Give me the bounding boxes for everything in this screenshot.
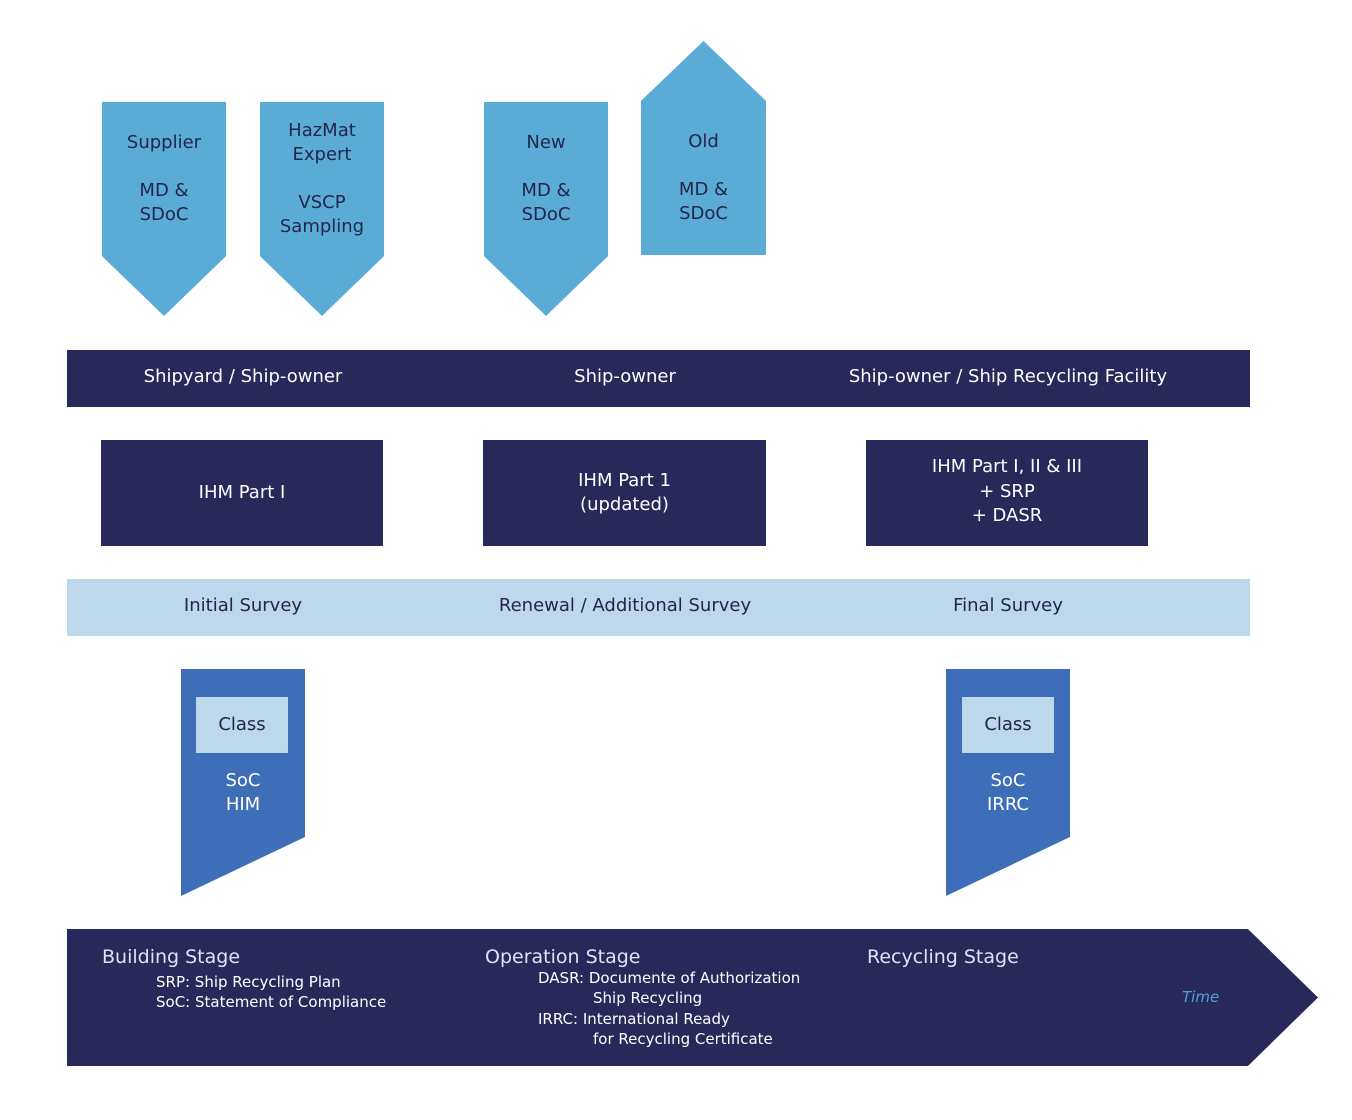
new-sdoc-label: SDoC <box>521 204 571 225</box>
new-md-label: MD & <box>521 180 571 201</box>
class-label-recycling: Class <box>984 714 1032 735</box>
ihm-part-i-box: IHM Part I <box>101 440 383 546</box>
class-label-building: Class <box>218 714 266 735</box>
expert-label: Expert <box>292 144 352 165</box>
supplier-label: Supplier <box>126 132 202 153</box>
operation-note-recycling-cert: for Recycling Certificate <box>593 1030 773 1048</box>
hazmat-label: HazMat <box>288 120 356 141</box>
ihm-updated-label: (updated) <box>580 494 669 515</box>
vscp-label: VSCP <box>298 192 346 213</box>
old-label: Old <box>688 131 719 152</box>
class-box-building <box>196 697 288 753</box>
supplier-md-label: MD & <box>139 180 189 201</box>
roles-band <box>67 350 1250 407</box>
ihm-srp-label: + SRP <box>979 481 1035 502</box>
him-label: HIM <box>225 794 261 815</box>
operation-stage-title: Operation Stage <box>485 946 641 968</box>
building-note-srp: SRP: Ship Recycling Plan <box>156 973 341 991</box>
ihm-part-1-updated-box: IHM Part 1 (updated) <box>483 440 766 546</box>
new-label: New <box>526 132 566 153</box>
ihm-part-1-label: IHM Part 1 <box>578 470 671 491</box>
hazmat-expert-arrow: HazMat Expert VSCP Sampling <box>260 102 384 316</box>
building-note-soc: SoC: Statement of Compliance <box>156 993 387 1011</box>
final-survey-label: Final Survey <box>953 595 1063 616</box>
role-shipowner-recycling-facility: Ship-owner / Ship Recycling Facility <box>848 366 1168 387</box>
soc-label-building: SoC <box>225 770 261 791</box>
recycling-stage-title: Recycling Stage <box>867 946 1019 968</box>
building-stage-title: Building Stage <box>102 946 241 968</box>
time-label: Time <box>1182 988 1220 1006</box>
timeline-arrow <box>67 929 1318 1066</box>
class-box-recycling <box>962 697 1054 753</box>
old-arrow: Old MD & SDoC <box>641 41 766 255</box>
role-shipyard-shipowner: Shipyard / Ship-owner <box>143 366 343 387</box>
ihm-parts-label: IHM Part I, II & III <box>931 456 1083 477</box>
old-sdoc-label: SDoC <box>679 203 728 224</box>
supplier-sdoc-label: SDoC <box>139 204 189 225</box>
survey-band <box>67 579 1250 636</box>
operation-note-dasr: DASR: Documente of Authorization <box>538 969 801 987</box>
initial-survey-label: Initial Survey <box>183 595 303 616</box>
operation-note-ship-recycling: Ship Recycling <box>593 989 703 1007</box>
new-arrow: New MD & SDoC <box>484 102 608 316</box>
renewal-survey-label: Renewal / Additional Survey <box>498 595 752 616</box>
supplier-arrow: Supplier MD & SDoC <box>102 102 226 316</box>
ihm-dasr-label: + DASR <box>971 505 1043 526</box>
soc-label-recycling: SoC <box>990 770 1026 791</box>
sampling-label: Sampling <box>279 216 365 237</box>
old-md-label: MD & <box>678 179 729 200</box>
role-shipowner: Ship-owner <box>574 366 676 387</box>
ihm-part-i-ii-iii-box: IHM Part I, II & III + SRP + DASR <box>866 440 1148 546</box>
ihm-part-i-label: IHM Part I <box>198 482 286 503</box>
operation-note-irrc: IRRC: International Ready <box>538 1010 730 1028</box>
irrc-label: IRRC <box>987 794 1029 815</box>
